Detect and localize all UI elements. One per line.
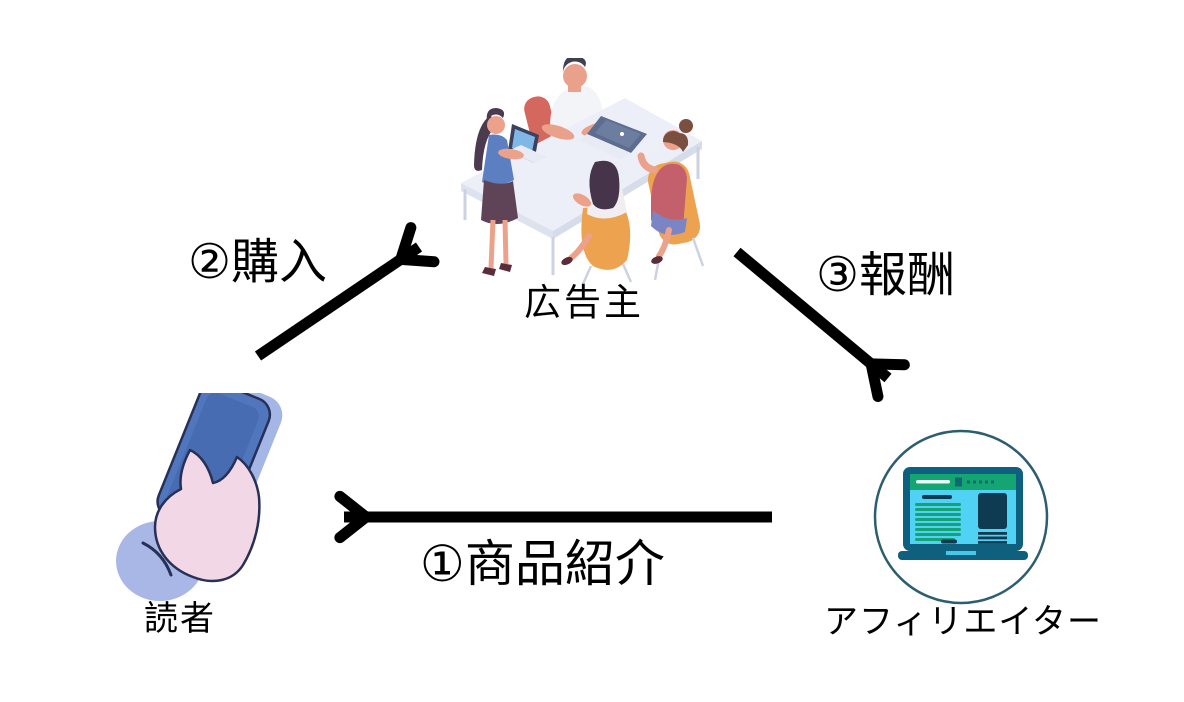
meeting-illustration xyxy=(461,58,705,285)
affiliater-label: アフィリエイター xyxy=(824,602,1102,642)
introduce-arrow-label: ①商品紹介 xyxy=(420,535,665,593)
purchase-arrow xyxy=(254,222,440,361)
laptop-browser-icon xyxy=(873,429,1049,605)
reward-arrow xyxy=(733,247,910,402)
reader-label: 読者 xyxy=(144,599,216,639)
reward-arrow-label: ③報酬 xyxy=(816,247,956,303)
advertiser-label: 広告主 xyxy=(524,281,644,324)
purchase-arrow-label: ②購入 xyxy=(188,234,328,290)
smartphone-in-hand-icon xyxy=(116,393,283,601)
